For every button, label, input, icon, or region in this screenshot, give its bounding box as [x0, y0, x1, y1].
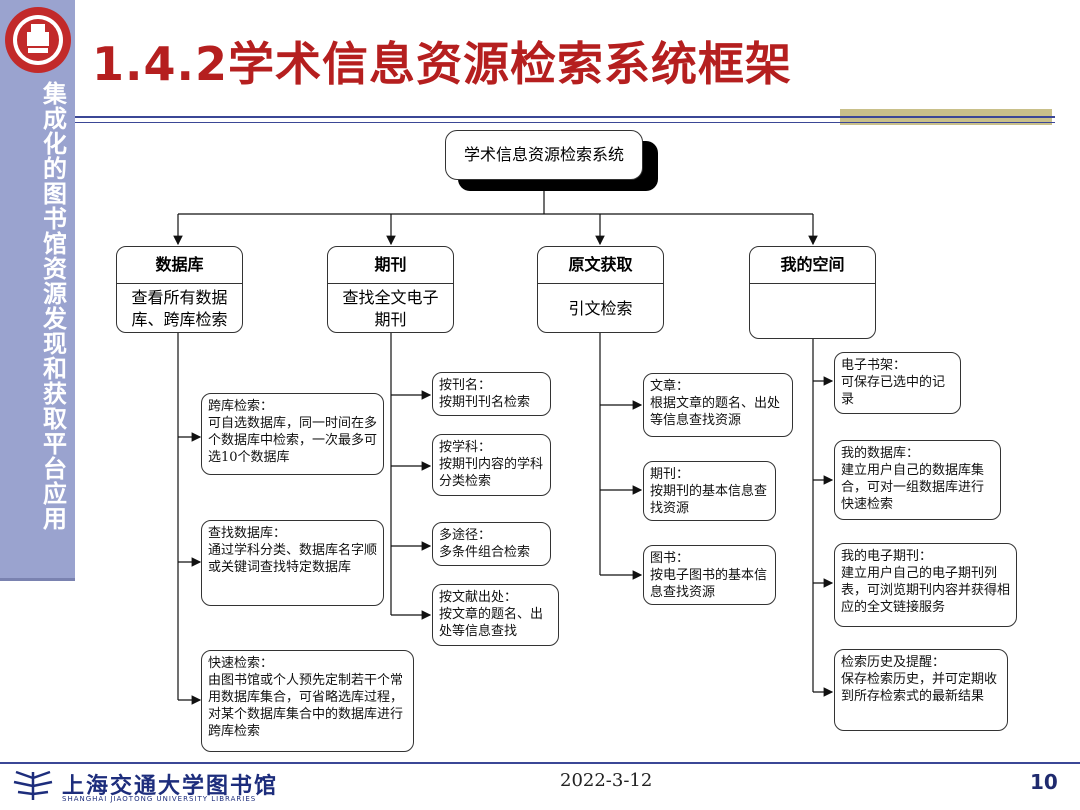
category-database-head: 数据库: [117, 247, 242, 284]
journal-item-by-subject: 按学科： 按期刊内容的学科分类检索: [432, 434, 551, 496]
journal-item-by-title: 按刊名： 按期刊刊名检索: [432, 372, 551, 416]
category-myspace-body: [750, 285, 875, 338]
root-node: 学术信息资源检索系统: [445, 130, 643, 180]
sidebar-band: [0, 0, 75, 578]
library-name-cn: 上海交通大学图书馆: [62, 773, 279, 799]
library-logo-icon: [13, 770, 53, 800]
myspace-item-my-journals: 我的电子期刊： 建立用户自己的电子期刊列表，可浏览期刊内容并获得相应的全文链接服…: [834, 543, 1017, 627]
fulltext-item-article: 文章： 根据文章的题名、出处等信息查找资源: [643, 373, 793, 437]
footer-rule: [0, 762, 1080, 764]
fulltext-item-journal: 期刊： 按期刊的基本信息查找资源: [643, 461, 776, 521]
category-fulltext-head: 原文获取: [538, 247, 663, 284]
university-logo-icon: [5, 7, 71, 73]
database-item-quick-search: 快速检索： 由图书馆或个人预先定制若干个常用数据库集合，可省略选库过程，对某个数…: [201, 650, 414, 752]
title-rule-thin: [75, 122, 1055, 123]
category-database-body: 查看所有数据库、跨库检索: [131, 287, 228, 329]
category-database: 数据库 查看所有数据库、跨库检索: [116, 246, 243, 333]
title-rule: [75, 116, 1055, 118]
category-fulltext: 原文获取 引文检索: [537, 246, 664, 333]
category-journal-body: 查找全文电子期刊: [342, 287, 439, 329]
category-fulltext-body: 引文检索: [568, 298, 633, 318]
database-item-find-database: 查找数据库： 通过学科分类、数据库名字顺或关键词查找特定数据库: [201, 520, 384, 606]
myspace-item-history: 检索历史及提醒： 保存检索历史，并可定期收到所存检索式的最新结果: [834, 649, 1008, 731]
library-name-en: SHANGHAI JIAOTONG UNIVERSITY LIBRARIES: [62, 795, 257, 803]
myspace-item-bookshelf: 电子书架： 可保存已选中的记录: [834, 352, 961, 414]
category-journal: 期刊 查找全文电子期刊: [327, 246, 454, 333]
journal-item-by-source: 按文献出处： 按文章的题名、出处等信息查找: [432, 584, 559, 646]
sidebar-vertical-text: 集成化的图书馆资源发现和获取平台应用: [43, 80, 67, 533]
slide-title: 1.4.2学术信息资源检索系统框架: [92, 37, 792, 91]
category-myspace-head: 我的空间: [750, 247, 875, 284]
slide-date: 2022-3-12: [560, 770, 653, 791]
fulltext-item-book: 图书： 按电子图书的基本信息查找资源: [643, 545, 776, 605]
journal-item-multi: 多途径： 多条件组合检索: [432, 522, 551, 566]
myspace-item-my-database: 我的数据库： 建立用户自己的数据库集合，可对一组数据库进行快速检索: [834, 440, 1001, 520]
page-number: 10: [1030, 770, 1058, 794]
category-journal-head: 期刊: [328, 247, 453, 284]
sidebar-divider: [0, 578, 75, 581]
database-item-cross-search: 跨库检索： 可自选数据库，同一时间在多个数据库中检索，一次最多可选10个数据库: [201, 393, 384, 475]
category-myspace: 我的空间: [749, 246, 876, 339]
